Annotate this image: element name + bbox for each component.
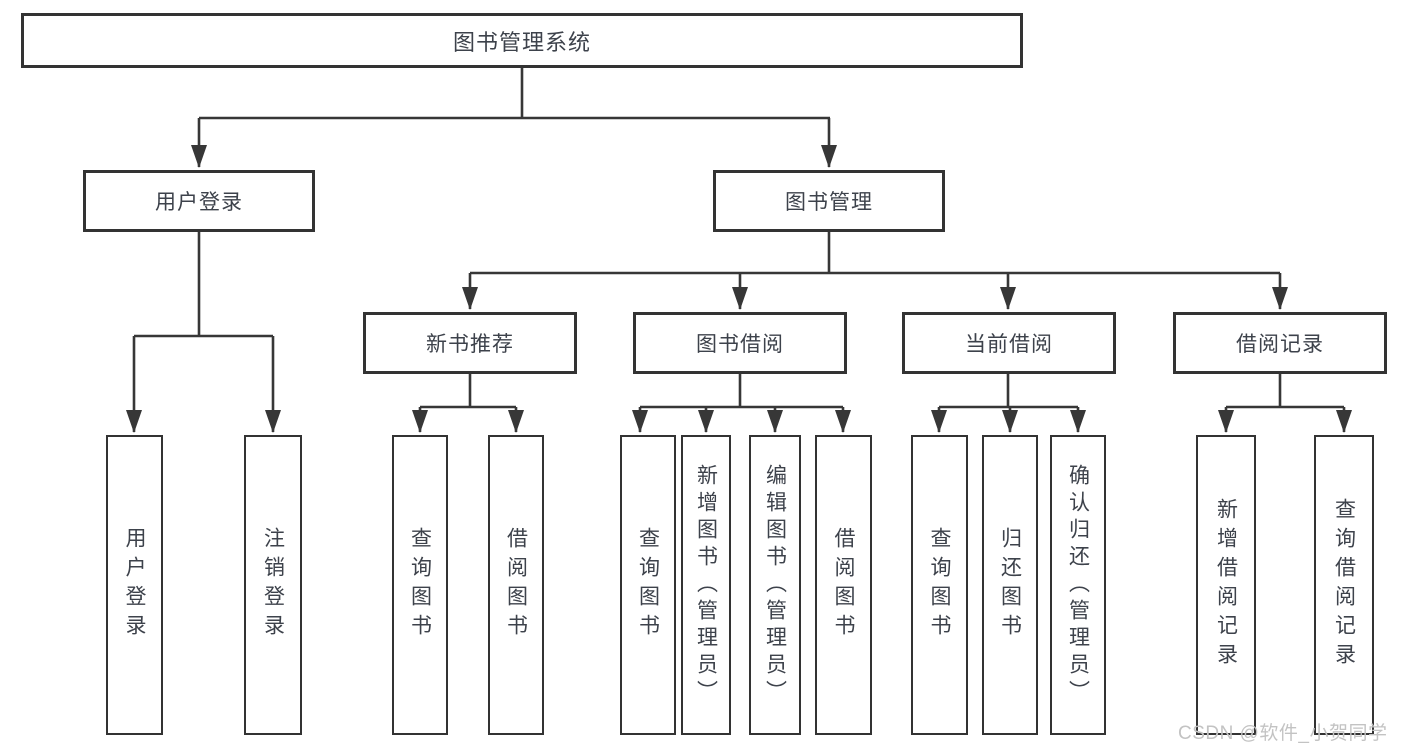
- leaf-cb-query-books: 查询图书: [911, 435, 968, 735]
- csdn-watermark: CSDN @软件_小贺同学: [1178, 723, 1388, 744]
- leaf-bb-add-books-admin: 新增图书（管理员）: [681, 435, 731, 735]
- leaf-rec-query-books: 查询图书: [392, 435, 448, 735]
- leaf-cb-confirm-return-admin: 确认归还（管理员）: [1050, 435, 1106, 735]
- node-book-borrowing: 图书借阅: [633, 312, 847, 374]
- leaf-user-login: 用户登录: [106, 435, 163, 735]
- leaf-logout: 注销登录: [244, 435, 302, 735]
- leaf-bb-query-books: 查询图书: [620, 435, 676, 735]
- leaf-cb-return-books: 归还图书: [982, 435, 1038, 735]
- node-library-management-system: 图书管理系统: [21, 13, 1023, 68]
- node-user-login: 用户登录: [83, 170, 315, 232]
- leaf-bb-borrow-books: 借阅图书: [815, 435, 872, 735]
- leaf-bb-edit-books-admin: 编辑图书（管理员）: [749, 435, 801, 735]
- node-current-borrowing: 当前借阅: [902, 312, 1116, 374]
- node-borrowing-records: 借阅记录: [1173, 312, 1387, 374]
- leaf-br-query-record: 查询借阅记录: [1314, 435, 1374, 735]
- leaf-br-add-record: 新增借阅记录: [1196, 435, 1256, 735]
- node-new-book-recommendation: 新书推荐: [363, 312, 577, 374]
- node-book-management: 图书管理: [713, 170, 945, 232]
- leaf-rec-borrow-books: 借阅图书: [488, 435, 544, 735]
